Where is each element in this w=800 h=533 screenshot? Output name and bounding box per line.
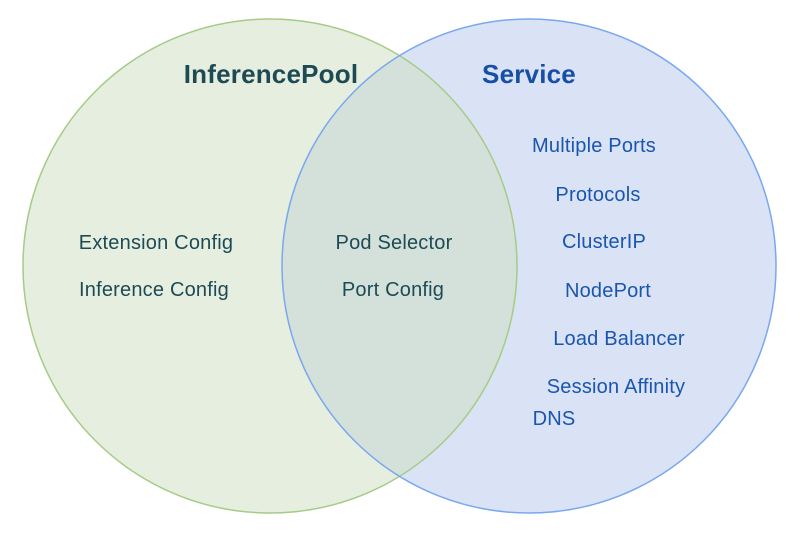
overlap-item-pod-selector: Pod Selector	[335, 232, 453, 254]
right-item-multiple-ports: Multiple Ports	[532, 135, 656, 157]
right-circle-title: Service	[482, 59, 576, 89]
left-item-extension-config: Extension Config	[78, 232, 234, 254]
right-item-load-balancer: Load Balancer	[553, 328, 685, 350]
right-item-clusterip: ClusterIP	[561, 231, 647, 253]
right-item-dns: DNS	[532, 408, 576, 430]
overlap-lens-fill	[282, 55, 517, 477]
overlap-item-port-config: Port Config	[341, 279, 445, 301]
right-circle-outline	[281, 18, 777, 514]
right-item-session-affinity: Session Affinity	[546, 376, 686, 398]
right-item-nodeport: NodePort	[564, 280, 652, 302]
right-item-protocols: Protocols	[555, 184, 641, 206]
left-item-inference-config: Inference Config	[79, 279, 229, 301]
left-circle-title: InferencePool	[183, 59, 359, 89]
left-circle-outline	[22, 18, 518, 514]
